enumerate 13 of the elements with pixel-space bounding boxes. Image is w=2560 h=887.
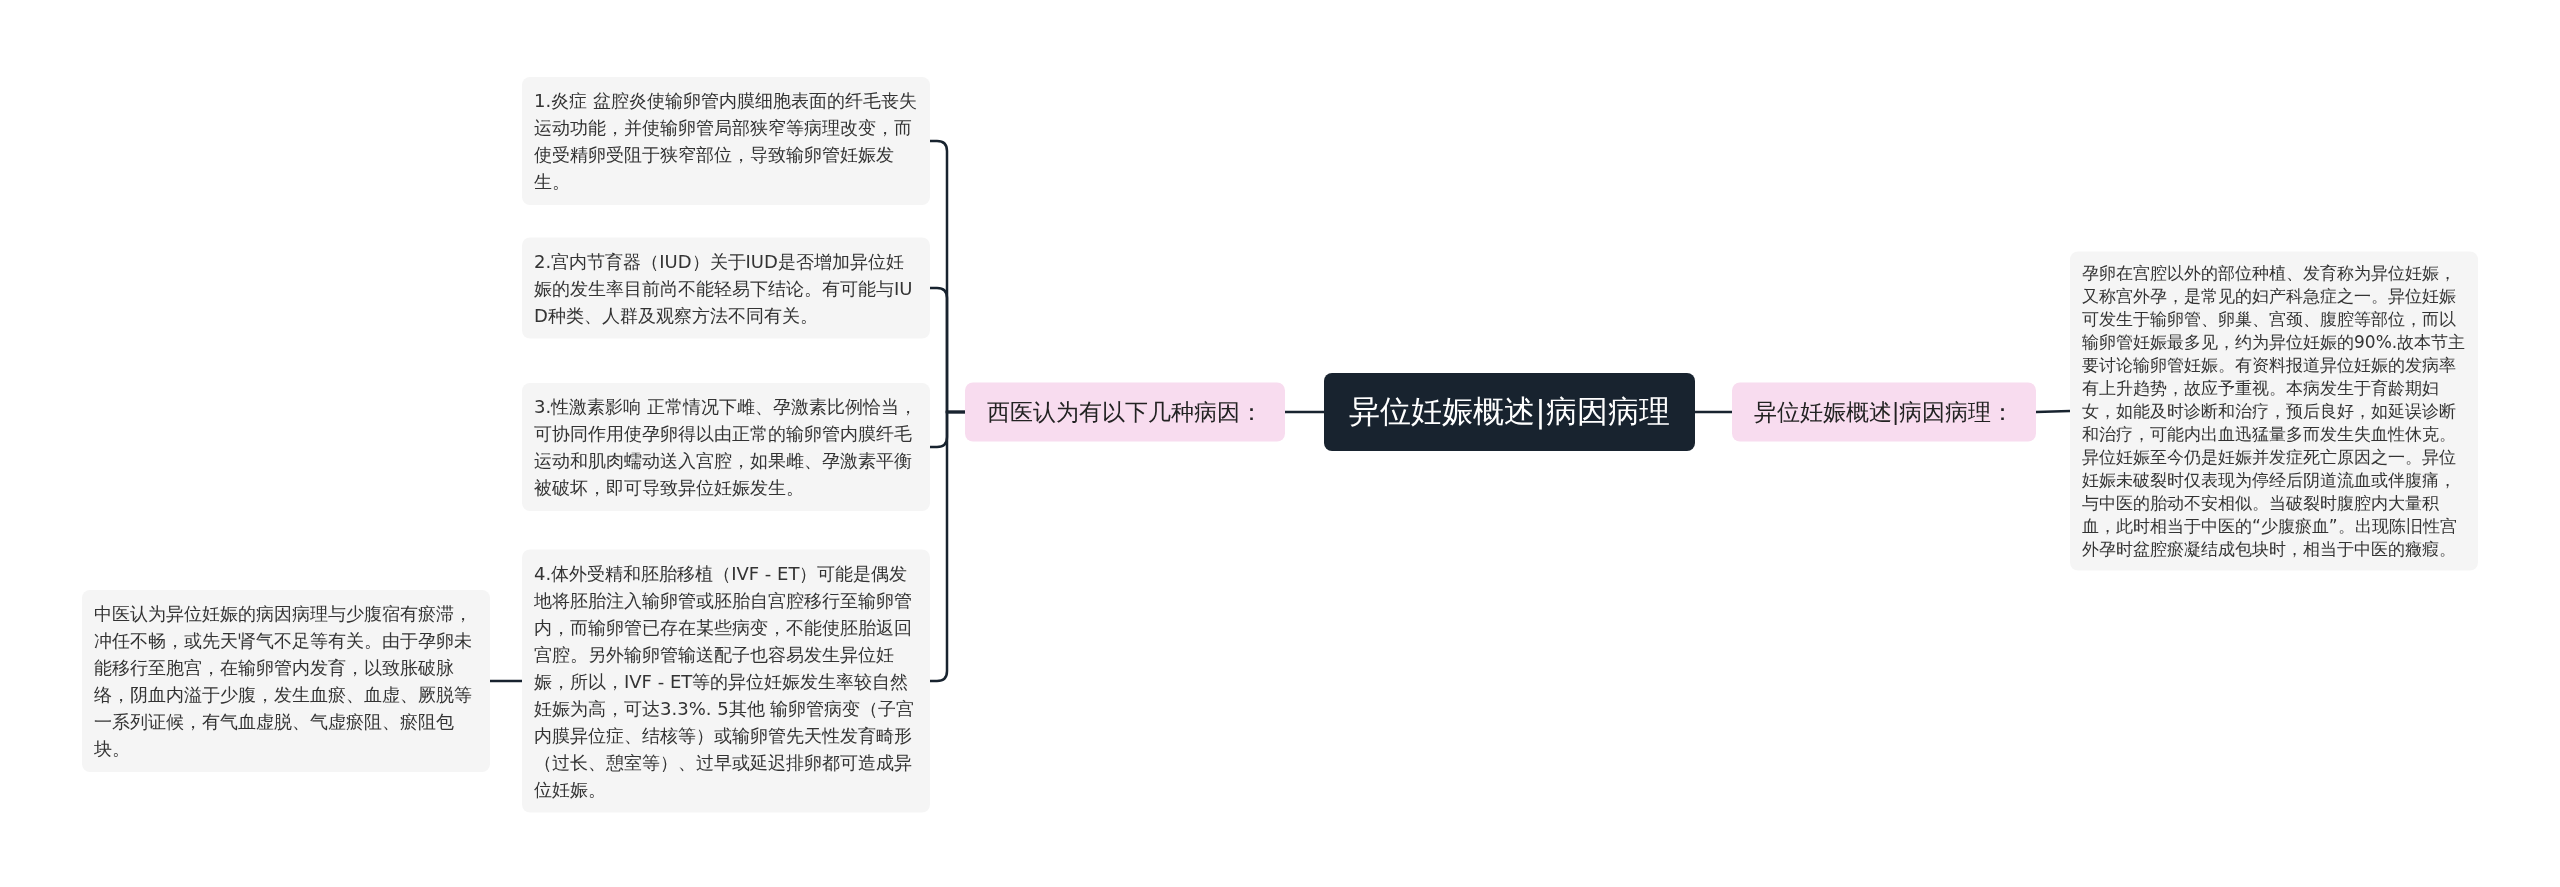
note-box: 中医认为异位妊娠的病因病理与少腹宿有瘀滞，冲任不畅，或先天肾气不足等有关。由于孕卵未能移行至胞宫，在输卵管内发育，以致胀破脉络，阴血内溢于少腹，发生血瘀、血虚、厥脱等一系列证候，有气血虚脱、气虚瘀阻、瘀阻包块。 <box>82 590 490 772</box>
note-box: 2.宫内节育器（IUD）关于IUD是否增加异位妊娠的发生率目前尚不能轻易下结论。有可能与IUD种类、人群及观察方法不同有关。 <box>522 237 930 339</box>
connector-line <box>490 679 522 683</box>
connector-line <box>1285 410 1324 414</box>
topic-box: 西医认为有以下几种病因： <box>965 382 1285 442</box>
note-box: 1.炎症 盆腔炎使输卵管内膜细胞表面的纤毛丧失运动功能，并使输卵管局部狭窄等病理改变，而使受精卵受阻于狭窄部位，导致输卵管妊娠发生。 <box>522 77 930 205</box>
connector-line <box>2035 409 2071 414</box>
connector-line <box>1695 410 1732 414</box>
topic-box: 异位妊娠概述|病因病理： <box>1732 382 2036 442</box>
central-topic-box: 异位妊娠概述|病因病理 <box>1324 373 1695 451</box>
note-box: 4.体外受精和胚胎移植（IVF - ET）可能是偶发地将胚胎注入输卵管或胚胎自宫腔移行至输卵管内，而输卵管已存在某些病变，不能使胚胎返回宫腔。另外输卵管输送配子也容易发生异位妊娠，所以，IVF - ET等的异位妊娠发生率较自然妊娠为高，可达3.3%. 5其他 输卵管病变（子宫内膜异位症、结核等）或输卵管先天性发育畸形（过长、憩室等）、过早或延迟排卵都可造成异位妊娠。 <box>522 549 930 813</box>
note-box: 孕卵在宫腔以外的部位种植、发育称为异位妊娠，又称宫外孕，是常见的妇产科急症之一。异位妊娠可发生于输卵管、卵巢、宫颈、腹腔等部位，而以输卵管妊娠最多见，约为异位妊娠的90%.故本节主要讨论输卵管妊娠。有资料报道异位妊娠的发病率有上升趋势，故应予重视。本病发生于育龄期妇女，如能及时诊断和治疗，预后良好，如延误诊断和治疗，可能内出血迅猛量多而发生失血性休克。异位妊娠至今仍是妊娠并发症死亡原因之一。异位妊娠未破裂时仅表现为停经后阴道流血或伴腹痛，与中医的胎动不安相似。当破裂时腹腔内大量积血，此时相当于中医的“少腹瘀血”。出现陈旧性宫外孕时盆腔瘀凝结成包块时，相当于中医的癥瘕。 <box>2070 251 2478 571</box>
note-box: 3.性激素影响 正常情况下雌、孕激素比例恰当，可协同作用使孕卵得以由正常的输卵管内膜纤毛运动和肌肉蠕动送入宫腔，如果雌、孕激素平衡被破坏，即可导致异位妊娠发生。 <box>522 383 930 511</box>
